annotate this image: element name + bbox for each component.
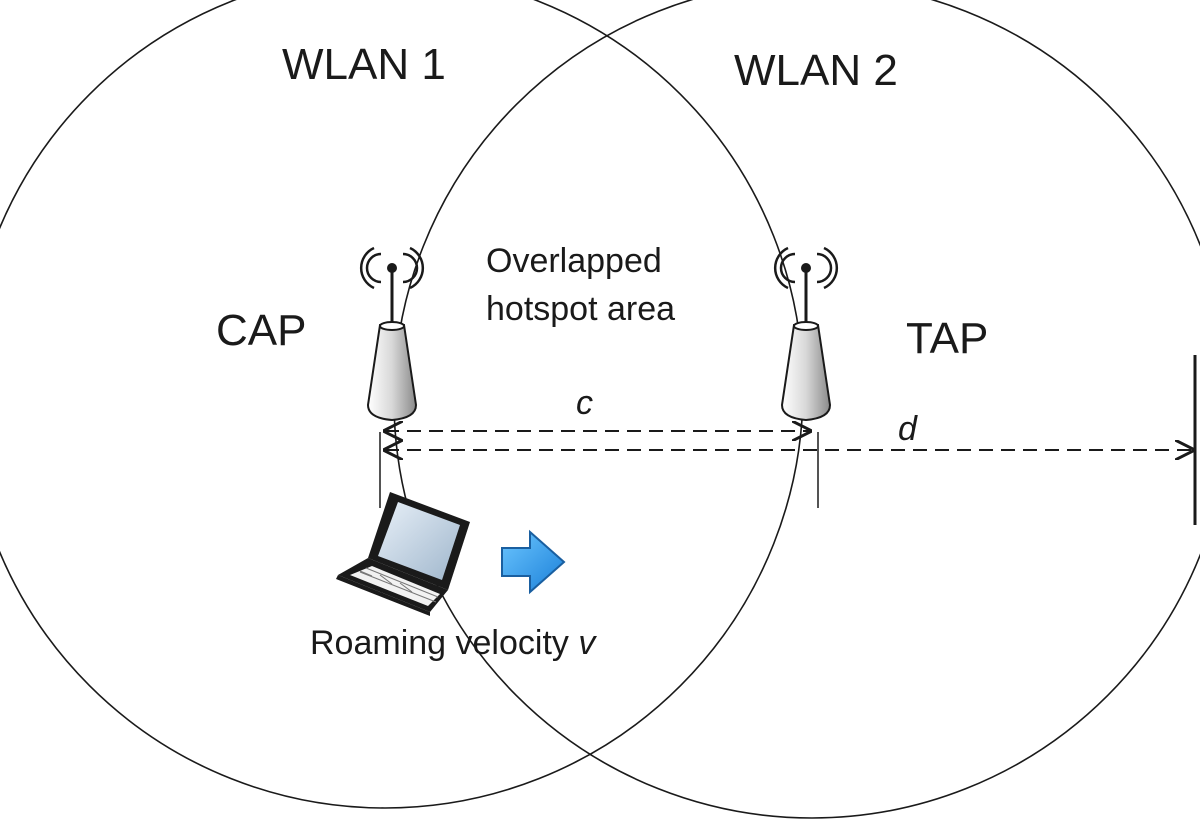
wlan1-label: WLAN 1: [282, 40, 446, 89]
overlap-area-label-line2: hotspot area: [486, 290, 676, 328]
wlan2-label: WLAN 2: [734, 46, 898, 95]
laptop-icon: [336, 492, 470, 616]
cap-label: CAP: [216, 306, 307, 355]
distance-d-label: d: [898, 410, 917, 448]
overlap-area-label-line1: Overlapped: [486, 242, 662, 280]
tap-access-point-icon: [773, 246, 839, 422]
roaming-velocity-text: Roaming velocity: [310, 624, 569, 662]
roaming-direction-arrow: [501, 529, 566, 595]
roaming-velocity-label: Roaming velocity v: [310, 620, 595, 666]
cap-access-point-icon: [359, 246, 425, 422]
velocity-symbol: v: [578, 624, 596, 662]
distance-c-label: c: [576, 384, 593, 422]
tap-label: TAP: [906, 314, 989, 363]
